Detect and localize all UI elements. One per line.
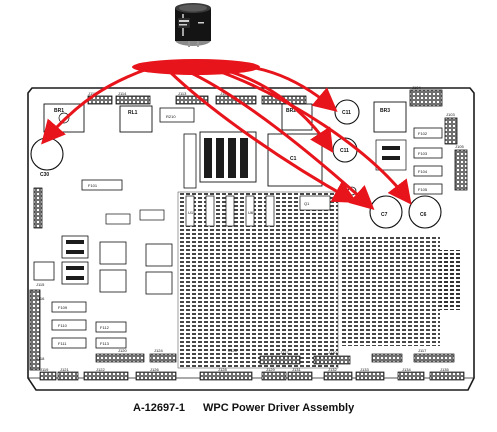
fuse-label: F109 xyxy=(58,305,68,310)
connector-label: J127 xyxy=(280,350,289,355)
connector-label: J118 xyxy=(36,356,45,361)
fuse-label: F101 xyxy=(88,183,98,188)
component-label: BR3 xyxy=(380,108,390,114)
part-number-caption: A-12697-1 xyxy=(133,402,185,414)
connector-label: J124 xyxy=(154,348,163,353)
connector-label: J119 xyxy=(40,367,49,372)
connector-label: J120 xyxy=(118,348,127,353)
connector-label: J116 xyxy=(36,296,45,301)
fuse-label: F113 xyxy=(100,341,110,346)
connector-label: J114 xyxy=(118,91,127,96)
component-label: BR2 xyxy=(286,108,296,114)
bottom-connectors: J119 J121 J122 J126 J128 J129 J131 J132 … xyxy=(36,282,465,381)
fuse-label: F112 xyxy=(100,325,110,330)
fuse-label: F105 xyxy=(418,187,428,192)
connector-label: J113 xyxy=(178,91,187,96)
component-label: R210 xyxy=(166,114,176,119)
assembly-title-caption: WPC Power Driver Assembly xyxy=(203,402,355,414)
capacitor-label: C7 xyxy=(381,212,388,218)
electrolytic-capacitor-photo-icon xyxy=(175,3,211,47)
fuse-label: F104 xyxy=(418,169,428,174)
connector-label: J126 xyxy=(150,367,159,372)
connector-label: J115 xyxy=(36,282,45,287)
connector-label: J104 xyxy=(412,85,421,90)
heatsink-block: C1 xyxy=(183,131,323,189)
connector-label: J133 xyxy=(360,367,369,372)
component-label: BR1 xyxy=(54,108,64,114)
capacitor-label: C6 xyxy=(420,212,427,218)
capacitor-label: C11 xyxy=(340,148,349,154)
connector-label: J129 xyxy=(266,367,275,372)
component-label: U6 xyxy=(248,210,254,215)
connector-label: J132 xyxy=(328,367,337,372)
component-label: RL1 xyxy=(128,110,138,116)
highlight-arrows xyxy=(41,59,412,211)
connector-label: J131 xyxy=(292,367,301,372)
capacitor-label: C11 xyxy=(342,110,351,116)
fuse-label: F103 xyxy=(418,151,428,156)
connector-label: J128 xyxy=(218,367,227,372)
connector-label: J122 xyxy=(96,367,105,372)
connector-label: J125 xyxy=(228,348,237,353)
capacitor-label: C30 xyxy=(40,172,49,178)
fuse-label: F102 xyxy=(418,131,428,136)
component-label: Q1 xyxy=(304,201,310,206)
connector-label: J130 xyxy=(328,350,337,355)
connector-label: J105 xyxy=(455,144,464,149)
fuse-label: F110 xyxy=(58,323,68,328)
connector-label: J103 xyxy=(446,112,455,117)
driver-transistor-array: U1 U6 Q1 xyxy=(177,191,440,369)
connector-label: J134 xyxy=(402,367,411,372)
right-side-parts xyxy=(375,139,460,310)
connector-label: J135 xyxy=(440,367,449,372)
connector-label: J121 xyxy=(60,367,69,372)
regulator-blocks xyxy=(61,209,173,295)
left-connector-strip xyxy=(29,187,55,371)
component-label: C1 xyxy=(290,156,297,162)
component-label: U1 xyxy=(188,210,194,215)
fuse-blocks: F101 F102 F103 F104 F105 F109 F110 F111 … xyxy=(51,127,443,349)
connector-label: J112 xyxy=(88,91,97,96)
fuse-label: F111 xyxy=(58,341,67,346)
connector-label: J117 xyxy=(418,348,427,353)
